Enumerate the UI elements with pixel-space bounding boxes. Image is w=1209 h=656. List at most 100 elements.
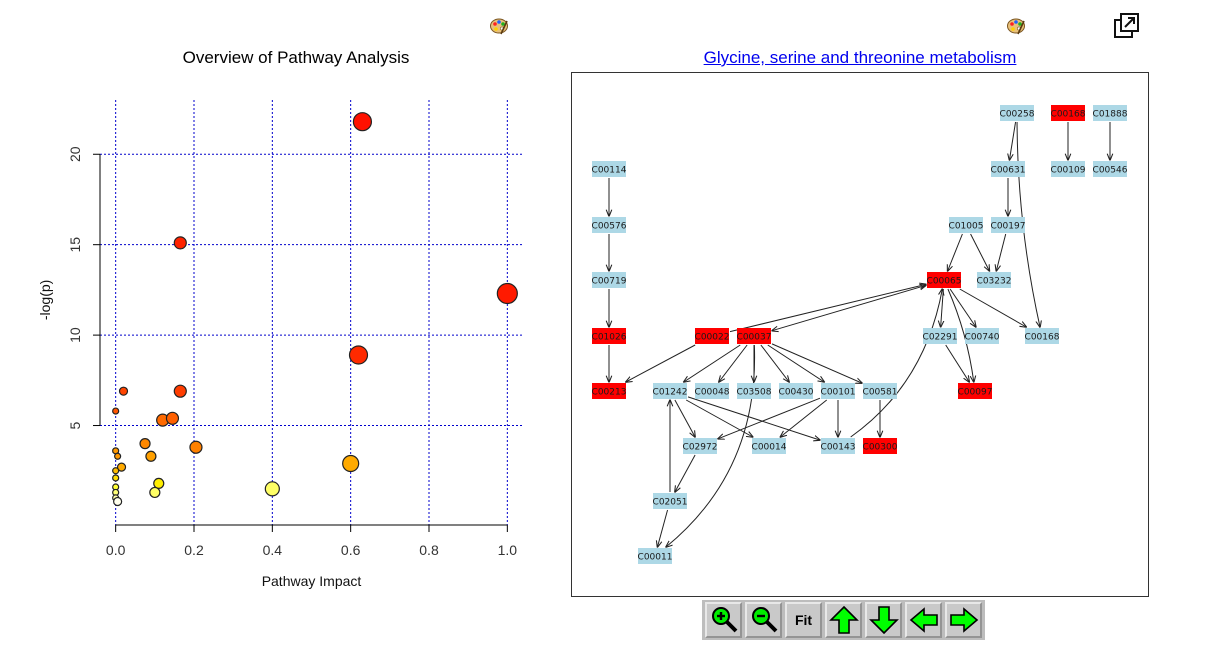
zoom-in-button[interactable] bbox=[705, 602, 742, 638]
network-node[interactable]: C02291 bbox=[923, 328, 958, 344]
pathway-point[interactable] bbox=[153, 477, 165, 490]
network-node[interactable]: C00109 bbox=[1051, 161, 1086, 177]
network-node[interactable]: C00114 bbox=[592, 161, 627, 177]
node-label: C00037 bbox=[737, 333, 772, 343]
node-box bbox=[592, 328, 626, 344]
node-box bbox=[991, 217, 1025, 233]
network-node[interactable]: C03232 bbox=[977, 272, 1012, 288]
pathway-point[interactable] bbox=[173, 236, 187, 250]
network-node[interactable]: C00014 bbox=[752, 438, 787, 454]
pathway-point[interactable] bbox=[173, 384, 187, 398]
node-label: C00213 bbox=[592, 388, 627, 398]
pan-down-button[interactable] bbox=[865, 602, 902, 638]
x-axis-label: Pathway Impact bbox=[262, 573, 362, 589]
network-node[interactable]: C02972 bbox=[683, 438, 718, 454]
palette-icon[interactable] bbox=[1006, 16, 1026, 36]
network-node[interactable]: C00065 bbox=[927, 272, 962, 288]
network-node[interactable]: C00576 bbox=[592, 217, 627, 233]
network-node[interactable]: C00037 bbox=[737, 328, 772, 344]
network-node[interactable]: C00213 bbox=[592, 383, 627, 399]
node-label: C00014 bbox=[752, 443, 787, 453]
pathway-point[interactable] bbox=[112, 407, 120, 415]
node-label: C00740 bbox=[965, 333, 1000, 343]
zoom-out-button[interactable] bbox=[745, 602, 782, 638]
network-node[interactable]: C00101 bbox=[821, 383, 856, 399]
pathway-point[interactable] bbox=[352, 112, 373, 132]
network-edge bbox=[780, 399, 828, 437]
network-node[interactable]: C00631 bbox=[991, 161, 1026, 177]
network-node[interactable]: C00258 bbox=[1000, 105, 1035, 121]
expand-icon[interactable] bbox=[1113, 12, 1141, 40]
network-node[interactable]: C00168 bbox=[1025, 328, 1060, 344]
pan-up-button[interactable] bbox=[825, 602, 862, 638]
pathway-point[interactable] bbox=[342, 454, 360, 473]
x-tick-label: 0.8 bbox=[419, 542, 439, 558]
node-box bbox=[1051, 161, 1085, 177]
network-node[interactable]: C00430 bbox=[779, 383, 814, 399]
arrow-up-icon bbox=[828, 605, 859, 634]
network-edge bbox=[718, 397, 821, 439]
pathway-point[interactable] bbox=[189, 440, 203, 454]
pathway-point[interactable] bbox=[116, 462, 127, 472]
pathway-point[interactable] bbox=[114, 452, 122, 460]
network-edge bbox=[666, 344, 756, 547]
pan-left-button[interactable] bbox=[905, 602, 942, 638]
node-label: C02051 bbox=[653, 498, 688, 508]
network-node[interactable]: C00097 bbox=[958, 383, 993, 399]
network-node[interactable]: C00143 bbox=[821, 438, 856, 454]
node-label: C00011 bbox=[638, 553, 673, 563]
pathway-point[interactable] bbox=[112, 467, 120, 475]
zoom-in-icon bbox=[711, 607, 737, 633]
pathway-point[interactable] bbox=[139, 438, 151, 450]
node-box bbox=[863, 383, 897, 399]
network-edge bbox=[767, 344, 825, 382]
pathway-point[interactable] bbox=[118, 386, 129, 396]
network-node[interactable]: C00011 bbox=[638, 548, 673, 564]
network-node[interactable]: C00581 bbox=[863, 383, 898, 399]
network-node[interactable]: C00300 bbox=[863, 438, 898, 454]
pathway-point[interactable] bbox=[165, 411, 180, 425]
pathway-title-link[interactable]: Glycine, serine and threonine metabolism bbox=[703, 48, 1017, 67]
node-label: C00114 bbox=[592, 166, 627, 176]
network-edge bbox=[945, 344, 970, 382]
network-node[interactable]: C02051 bbox=[653, 493, 688, 509]
pathway-point[interactable] bbox=[145, 450, 157, 462]
arrow-right-icon bbox=[949, 607, 978, 633]
network-node[interactable]: C00048 bbox=[695, 383, 730, 399]
fit-button[interactable]: Fit bbox=[785, 602, 822, 638]
network-node[interactable]: C00022 bbox=[695, 328, 730, 344]
network-node[interactable]: C00719 bbox=[592, 272, 627, 288]
y-tick-label: 20 bbox=[67, 146, 83, 162]
node-label: C00168 bbox=[1051, 110, 1086, 120]
pathway-point[interactable] bbox=[496, 282, 518, 305]
pathway-point[interactable] bbox=[112, 474, 120, 482]
node-label: C01242 bbox=[653, 388, 688, 398]
y-tick-label: 5 bbox=[67, 421, 83, 429]
node-box bbox=[1093, 161, 1127, 177]
network-edge bbox=[959, 288, 1027, 327]
node-label: C00719 bbox=[592, 277, 627, 287]
palette-icon[interactable] bbox=[489, 16, 509, 36]
pathway-point[interactable] bbox=[264, 481, 280, 497]
network-node[interactable]: C00168 bbox=[1051, 105, 1086, 121]
zoom-out-icon bbox=[751, 607, 777, 633]
network-node[interactable]: C01026 bbox=[592, 328, 627, 344]
node-box bbox=[958, 383, 992, 399]
pathway-point[interactable] bbox=[348, 345, 369, 365]
network-node[interactable]: C01242 bbox=[653, 383, 688, 399]
network-node[interactable]: C00197 bbox=[991, 217, 1026, 233]
network-edge bbox=[719, 344, 748, 382]
x-tick-label: 0.6 bbox=[341, 542, 361, 558]
pathway-point[interactable] bbox=[113, 496, 123, 507]
network-edge bbox=[772, 285, 926, 330]
pathway-point[interactable] bbox=[149, 486, 161, 499]
network-node[interactable]: C01888 bbox=[1093, 105, 1128, 121]
network-node[interactable]: C01005 bbox=[949, 217, 984, 233]
network-node[interactable]: C03508 bbox=[737, 383, 772, 399]
pan-right-button[interactable] bbox=[945, 602, 982, 638]
network-node[interactable]: C00740 bbox=[965, 328, 1000, 344]
network-node[interactable]: C00546 bbox=[1093, 161, 1128, 177]
